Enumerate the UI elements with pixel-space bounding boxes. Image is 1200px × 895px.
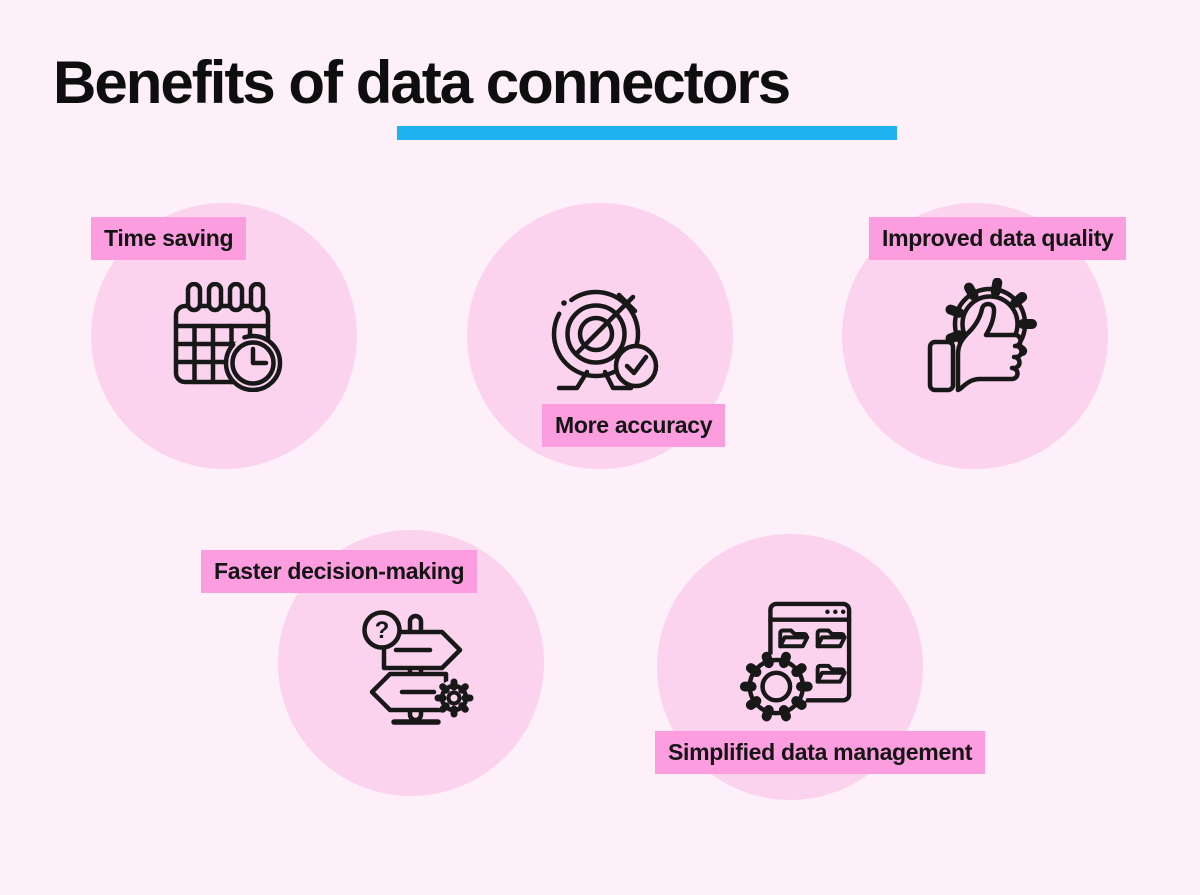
- benefit-label: Time saving: [91, 217, 247, 260]
- benefit-label: Faster decision-making: [201, 550, 478, 593]
- title-underline: [397, 126, 897, 140]
- page-title: Benefits of data connectors: [53, 49, 791, 116]
- target-arrow-check-icon: [551, 289, 659, 391]
- signpost-question-gear-icon: ?: [362, 610, 474, 725]
- benefit-label: Improved data quality: [869, 217, 1127, 260]
- window-folders-gear-icon: [739, 601, 852, 722]
- calendar-clock-icon: [173, 282, 283, 392]
- question-mark-glyph: ?: [375, 617, 390, 644]
- benefit-label: Simplified data management: [655, 731, 986, 774]
- benefit-label: More accuracy: [542, 404, 726, 447]
- folder-icons: [778, 628, 847, 684]
- thumbs-up-gear-icon: [927, 278, 1037, 393]
